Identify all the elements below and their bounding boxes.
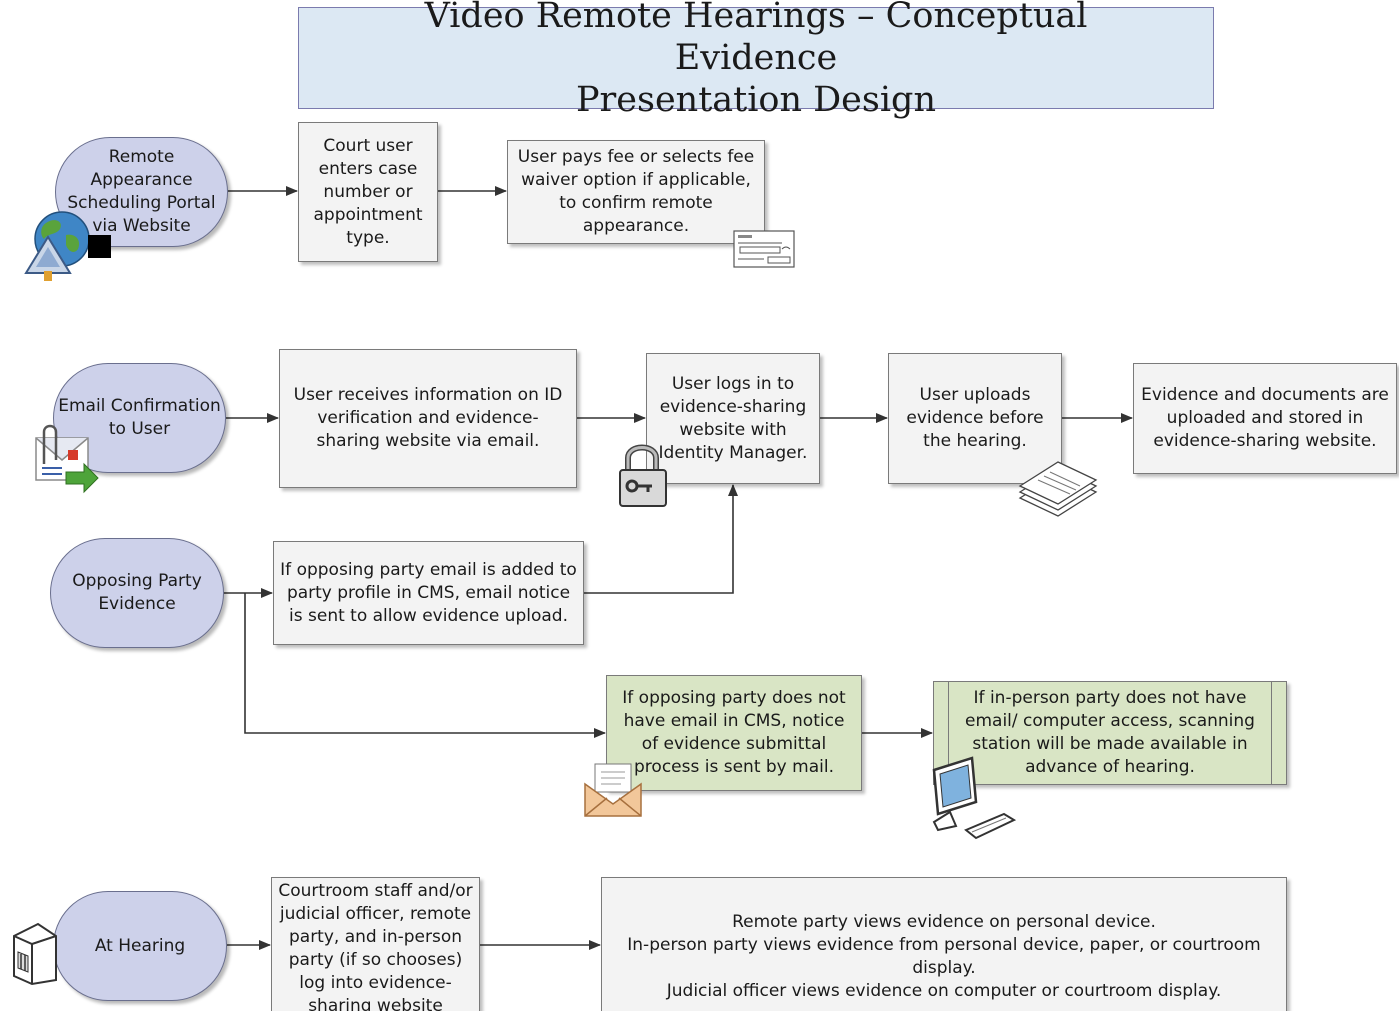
arrow-opposing-to-mail-notice: [244, 593, 606, 738]
document-stack-icon: [1018, 461, 1098, 517]
arrow-email-notice-to-login: [584, 484, 738, 594]
step-pay-fee-text: User pays fee or selects fee waiver opti…: [517, 147, 755, 236]
step-log-in-text: User logs in to evidence-sharing website…: [658, 373, 808, 463]
step-stored-text: Evidence and documents are uploaded and …: [1141, 385, 1389, 451]
step-opposing-email: If opposing party email is added to part…: [273, 541, 584, 645]
globe-icon: [24, 211, 111, 281]
envelope-icon: [584, 763, 642, 817]
step-hearing-view-text: Remote party views evidence on personal …: [627, 912, 1261, 1001]
step-enter-case-text: Court user enters case number or appoint…: [313, 135, 423, 248]
step-hearing-login-text: Courtroom staff and/or judicial officer,…: [278, 881, 473, 1011]
step-scanning-station-text: If in-person party does not have email/ …: [965, 688, 1255, 777]
email-attachment-icon: [35, 424, 99, 494]
step-opposing-email-text: If opposing party email is added to part…: [280, 559, 577, 626]
diagram-title: Video Remote Hearings – Conceptual Evide…: [298, 0, 1214, 120]
step-receive-info: User receives information on ID verifica…: [279, 349, 577, 488]
lane-at-hearing: At Hearing: [53, 891, 227, 1001]
step-receive-info-text: User receives information on ID verifica…: [293, 385, 563, 451]
courthouse-icon: [13, 922, 57, 986]
step-hearing-login: Courtroom staff and/or judicial officer,…: [271, 877, 480, 1011]
step-stored: Evidence and documents are uploaded and …: [1133, 363, 1397, 474]
box-band-left: [934, 682, 949, 784]
lane-scheduling-label: Remote Appearance Scheduling Portal via …: [67, 147, 216, 236]
step-upload-text: User uploads evidence before the hearing…: [906, 385, 1044, 451]
step-hearing-view: Remote party views evidence on personal …: [601, 877, 1287, 1011]
step-opposing-mail-text: If opposing party does not have email in…: [622, 688, 846, 777]
box-band-right: [1271, 682, 1286, 784]
title-line-2: Presentation Design: [575, 80, 936, 120]
lane-opposing-party: Opposing Party Evidence: [50, 538, 224, 648]
lane-opposing-label: Opposing Party Evidence: [72, 571, 202, 614]
step-opposing-mail: If opposing party does not have email in…: [606, 675, 862, 791]
title-line-1: Video Remote Hearings – Conceptual Evide…: [424, 0, 1088, 78]
computer-icon: [932, 756, 1017, 840]
step-pay-fee: User pays fee or selects fee waiver opti…: [507, 140, 765, 244]
lane-hearing-label: At Hearing: [94, 935, 186, 956]
check-document-icon: [733, 230, 795, 268]
step-upload: User uploads evidence before the hearing…: [888, 353, 1062, 484]
lane-email-confirmation: Email Confirmation to User: [53, 363, 226, 473]
lane-email-label: Email Confirmation to User: [58, 396, 221, 439]
step-scanning-station: If in-person party does not have email/ …: [933, 681, 1287, 785]
step-enter-case: Court user enters case number or appoint…: [298, 122, 438, 262]
padlock-icon: [619, 444, 667, 507]
step-log-in: User logs in to evidence-sharing website…: [646, 353, 820, 484]
